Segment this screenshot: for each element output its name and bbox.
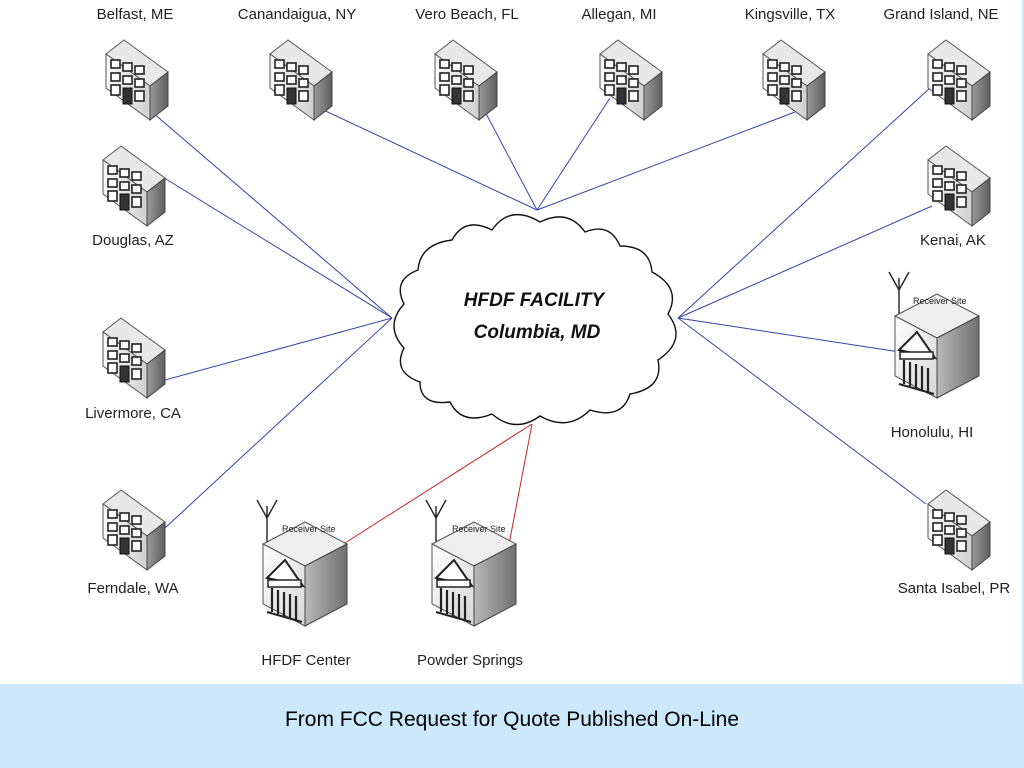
connection-links — [137, 87, 933, 561]
link-kingsville — [536, 111, 796, 211]
site-label: Belfast, ME — [97, 6, 174, 23]
office-building-icon — [102, 145, 166, 227]
office-building-icon — [105, 39, 169, 121]
office-building-icon — [434, 39, 498, 121]
hfdf-facility-cloud: HFDF FACILITY Columbia, MD — [393, 213, 677, 426]
site-label: Powder Springs — [417, 652, 523, 669]
site-label: Kingsville, TX — [745, 6, 836, 23]
site-powder-springs: Receiver Site Powder Springs — [417, 498, 523, 669]
hub-location: Columbia, MD — [474, 322, 601, 343]
diagram-panel: HFDF FACILITY Columbia, MD Belfast, ME C… — [0, 0, 1024, 684]
site-honolulu-hi: Receiver Site Honolulu, HI — [887, 270, 981, 441]
receiver-site-label: Receiver Site — [913, 296, 967, 306]
site-label: Kenai, AK — [920, 232, 986, 249]
link-livermore — [164, 317, 393, 381]
link-hfdf-center — [333, 423, 533, 551]
link-ferndale — [164, 317, 393, 529]
site-douglas-az: Douglas, AZ — [92, 145, 174, 249]
link-kenai — [677, 205, 933, 319]
network-diagram: HFDF FACILITY Columbia, MD Belfast, ME C… — [85, 6, 1011, 669]
site-label: Vero Beach, FL — [415, 6, 518, 23]
link-canandaigua — [301, 99, 538, 211]
site-label: Santa Isabel, PR — [898, 580, 1011, 597]
office-building-icon — [762, 39, 826, 121]
office-building-icon — [927, 489, 991, 571]
office-building-icon — [927, 145, 991, 227]
site-hfdf-center: Receiver Site HFDF Center — [255, 498, 351, 669]
office-building-icon — [102, 489, 166, 571]
site-label: HFDF Center — [261, 652, 350, 669]
site-kenai-ak: Kenai, AK — [920, 145, 991, 249]
link-allegan — [536, 97, 611, 211]
site-label: Livermore, CA — [85, 405, 181, 422]
receiver-station-icon — [887, 270, 981, 400]
office-building-icon — [599, 39, 663, 121]
hub-title: HFDF FACILITY — [464, 290, 607, 311]
site-label: Douglas, AZ — [92, 232, 174, 249]
receiver-site-label: Receiver Site — [452, 524, 506, 534]
site-canandaigua-ny: Canandaigua, NY — [238, 6, 356, 121]
site-belfast-me: Belfast, ME — [97, 6, 174, 121]
site-label: Honolulu, HI — [891, 424, 974, 441]
link-douglas — [147, 167, 393, 319]
receiver-station-icon — [255, 498, 349, 628]
site-allegan-mi: Allegan, MI — [581, 6, 663, 121]
link-santa-isabel — [677, 317, 927, 505]
receiver-station-icon — [424, 498, 518, 628]
office-building-icon — [102, 317, 166, 399]
site-label: Grand Island, NE — [883, 6, 998, 23]
site-label: Canandaigua, NY — [238, 6, 356, 23]
site-livermore-ca: Livermore, CA — [85, 317, 181, 422]
site-santa-isabel-pr: Santa Isabel, PR — [898, 489, 1011, 597]
link-belfast — [137, 99, 393, 319]
site-grand-island-ne: Grand Island, NE — [883, 6, 999, 121]
site-ferndale-wa: Ferndale, WA — [87, 489, 179, 597]
link-grand-island — [677, 87, 931, 319]
link-vero-beach — [481, 105, 538, 211]
site-kingsville-tx: Kingsville, TX — [745, 6, 836, 121]
source-caption: From FCC Request for Quote Published On-… — [284, 708, 740, 731]
site-label: Allegan, MI — [581, 6, 656, 23]
link-powder-springs — [505, 423, 533, 561]
site-label: Ferndale, WA — [87, 580, 178, 597]
site-vero-beach-fl: Vero Beach, FL — [415, 6, 519, 121]
office-building-icon — [927, 39, 991, 121]
receiver-site-label: Receiver Site — [282, 524, 336, 534]
office-building-icon — [269, 39, 333, 121]
link-honolulu — [677, 317, 901, 353]
